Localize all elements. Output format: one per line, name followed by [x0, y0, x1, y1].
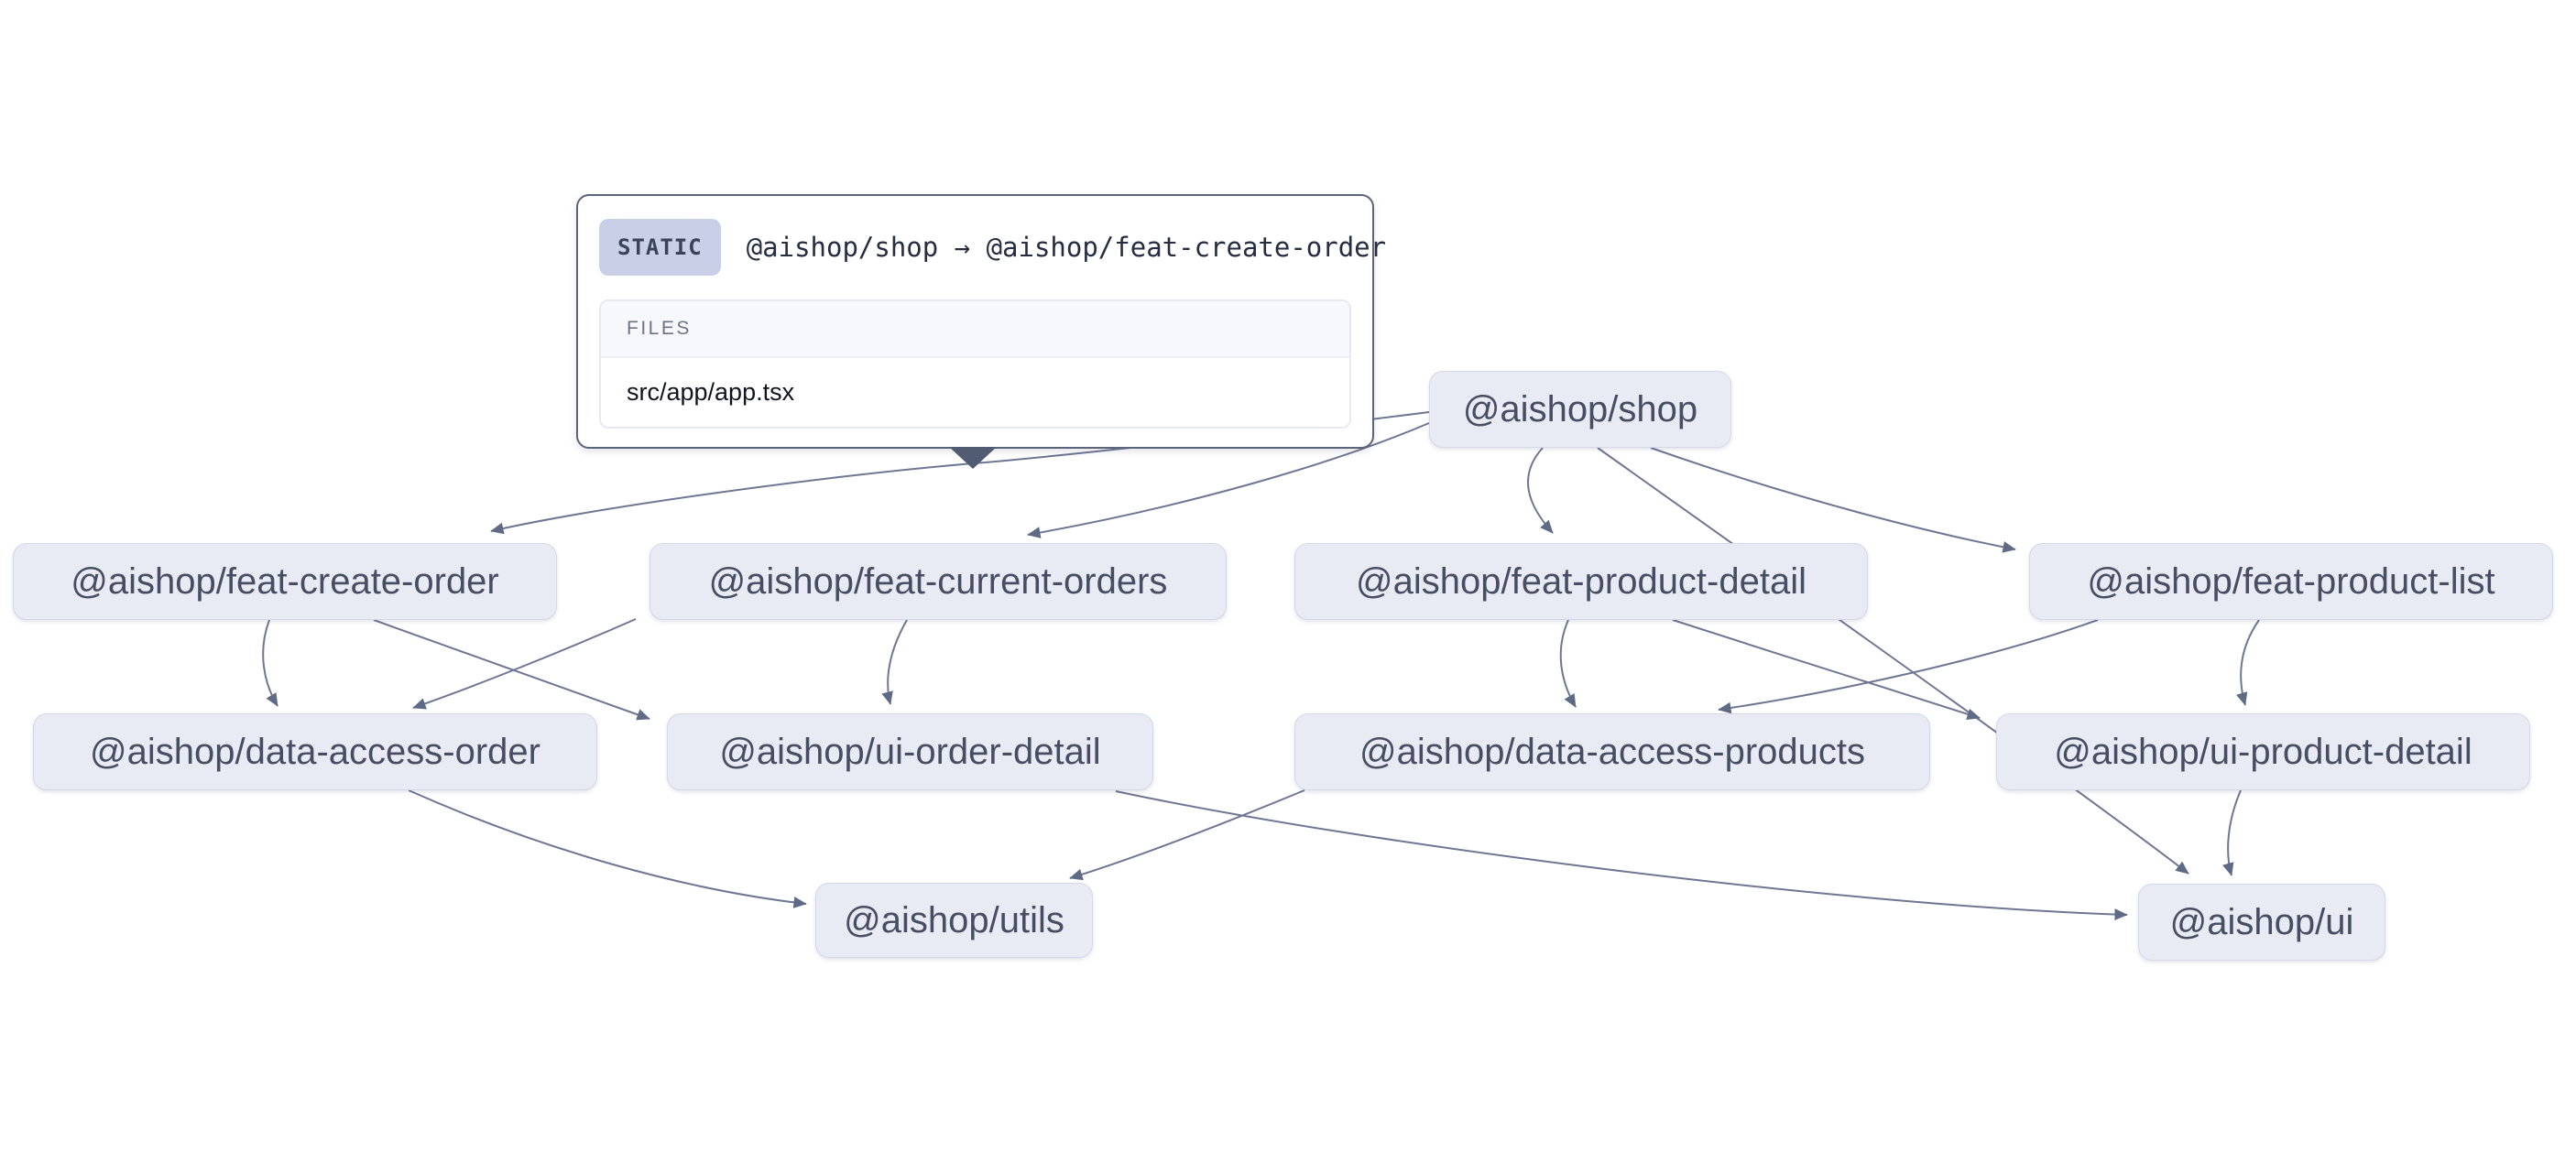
tooltip-header: STATIC @aishop/shop → @aishop/feat-creat… [599, 219, 1386, 276]
edge-shop-to-feat-current-orders[interactable] [1027, 422, 1430, 538]
edge-data-access-order-to-utils[interactable] [408, 789, 807, 908]
edge-feat-product-list-to-data-access-products[interactable] [1718, 619, 2099, 714]
files-list: src/app/app.tsx [601, 358, 1349, 427]
node-ui-order-detail[interactable]: @aishop/ui-order-detail [667, 713, 1153, 790]
edge-feat-current-orders-to-data-access-order[interactable] [412, 618, 637, 710]
node-utils[interactable]: @aishop/utils [815, 883, 1093, 958]
edge-tooltip: STATIC @aishop/shop → @aishop/feat-creat… [576, 194, 1386, 449]
edge-shop-to-ui[interactable] [1597, 447, 2189, 875]
edge-ui-product-detail-to-ui[interactable] [2222, 789, 2242, 876]
edge-ui-order-detail-to-ui[interactable] [1115, 790, 2128, 920]
edge-feat-create-order-to-ui-order-detail[interactable] [373, 619, 650, 721]
edge-data-access-products-to-utils[interactable] [1069, 789, 1305, 881]
node-data-access-order[interactable]: @aishop/data-access-order [33, 713, 597, 790]
edge-shop-to-feat-product-detail[interactable] [1527, 447, 1554, 534]
node-data-access-products[interactable]: @aishop/data-access-products [1294, 713, 1930, 790]
node-feat-create-order[interactable]: @aishop/feat-create-order [13, 543, 557, 620]
edge-type-badge: STATIC [599, 219, 721, 276]
edge-relation-text: @aishop/shop → @aishop/feat-create-order [746, 232, 1387, 263]
edge-feat-current-orders-to-ui-order-detail[interactable] [881, 619, 908, 705]
edge-feat-create-order-to-data-access-order[interactable] [262, 619, 278, 707]
files-panel-header: FILES [601, 301, 1349, 358]
files-panel: FILES src/app/app.tsx [599, 299, 1351, 429]
node-feat-current-orders[interactable]: @aishop/feat-current-orders [649, 543, 1227, 620]
file-row: src/app/app.tsx [601, 358, 1349, 427]
node-feat-product-list[interactable]: @aishop/feat-product-list [2029, 543, 2553, 620]
node-ui[interactable]: @aishop/ui [2138, 884, 2385, 961]
edge-feat-product-list-to-ui-product-detail[interactable] [2236, 619, 2260, 706]
node-feat-product-detail[interactable]: @aishop/feat-product-detail [1294, 543, 1868, 620]
edge-feat-product-detail-to-ui-product-detail[interactable] [1672, 619, 1981, 721]
edge-feat-product-detail-to-data-access-products[interactable] [1559, 619, 1577, 708]
tooltip-caret-icon [949, 447, 997, 469]
edge-shop-to-feat-product-list[interactable] [1650, 447, 2016, 553]
node-shop[interactable]: @aishop/shop [1429, 371, 1731, 448]
node-ui-product-detail[interactable]: @aishop/ui-product-detail [1996, 713, 2530, 790]
